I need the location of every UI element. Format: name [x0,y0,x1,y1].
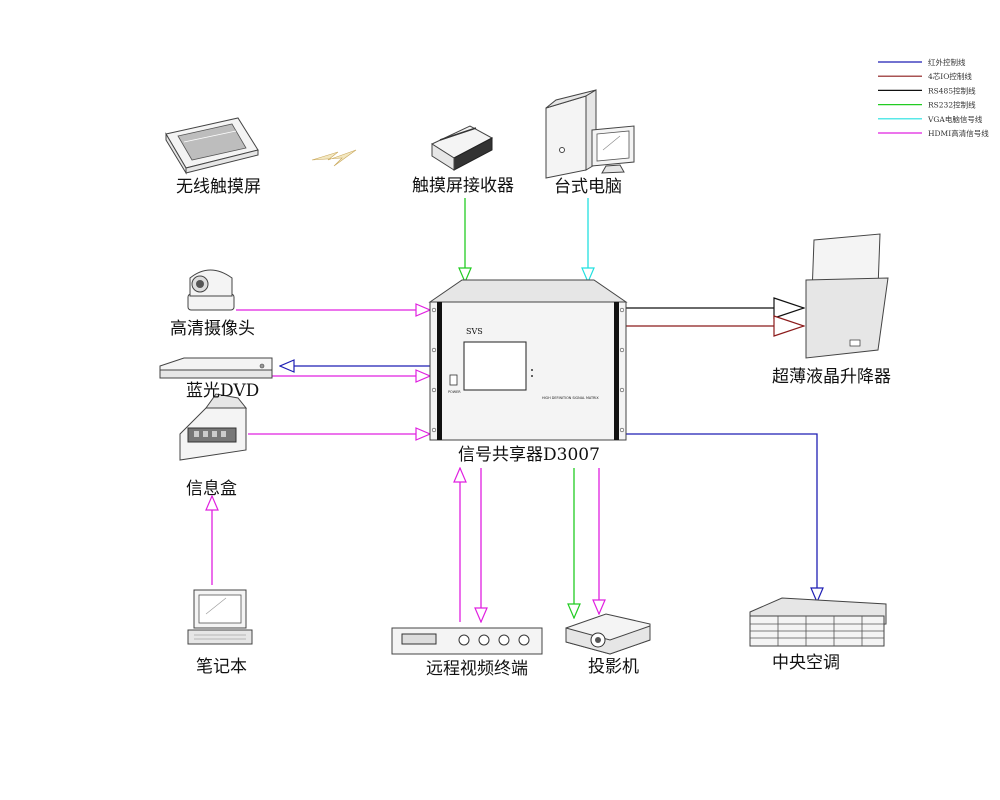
label-desktop-pc: 台式电脑 [554,177,622,197]
legend-label-vga: VGA电脑信号线 [927,114,983,124]
device-labels: 无线触摸屏 触摸屏接收器 台式电脑 高清摄像头 蓝光DVD 信息盒 笔记本 远程… [170,176,891,679]
projector [565,613,651,655]
lcd-lift [805,233,889,359]
laptop [187,589,253,645]
legend-label-rs485: RS485控制线 [928,85,976,95]
line-central-ac [626,433,817,602]
legend-label-io4: 4芯IO控制线 [928,71,972,81]
label-video-terminal: 远程视频终端 [426,659,528,679]
label-info-box: 信息盒 [186,479,237,499]
desktop-pc [545,89,635,179]
matrix-device: SVS HIGH DEFINITION SIGNAL MATRIX POWER [428,279,628,441]
bluray-dvd [159,357,273,379]
central-ac [749,597,887,647]
label-central-ac: 中央空调 [772,653,840,673]
matrix-brand: SVS [466,327,483,336]
matrix-screen [463,341,527,391]
hd-camera [187,269,235,311]
wireless-touch-screen [165,117,259,175]
legend-label-hdmi: HDMI高清信号线 [928,128,989,138]
info-box [179,393,248,461]
touch-receiver [430,125,494,171]
matrix-left-rail [437,302,442,440]
label-laptop: 笔记本 [196,657,247,677]
remote-video-terminal [391,627,543,655]
matrix-model-line: HIGH DEFINITION SIGNAL MATRIX [542,396,599,400]
power-button[interactable] [449,374,458,386]
legend-label-rs232: RS232控制线 [928,100,976,110]
connections [212,198,817,622]
matrix-power-label: POWER [448,390,461,394]
label-touch-receiver: 触摸屏接收器 [412,176,514,196]
label-hd-camera: 高清摄像头 [170,319,255,339]
matrix-right-rail [614,302,619,440]
wireless-signal-icon [311,149,357,167]
legend: 红外控制线 4芯IO控制线 RS485控制线 RS232控制线 VGA电脑信号线 HDMI… [878,57,989,138]
label-matrix: 信号共享器D3007 [458,445,600,465]
label-bluray-dvd: 蓝光DVD [186,381,259,401]
label-lcd-lift: 超薄液晶升降器 [772,367,891,387]
legend-label-infrared: 红外控制线 [928,57,966,67]
label-wireless-touch: 无线触摸屏 [176,177,261,197]
label-projector: 投影机 [588,657,639,677]
